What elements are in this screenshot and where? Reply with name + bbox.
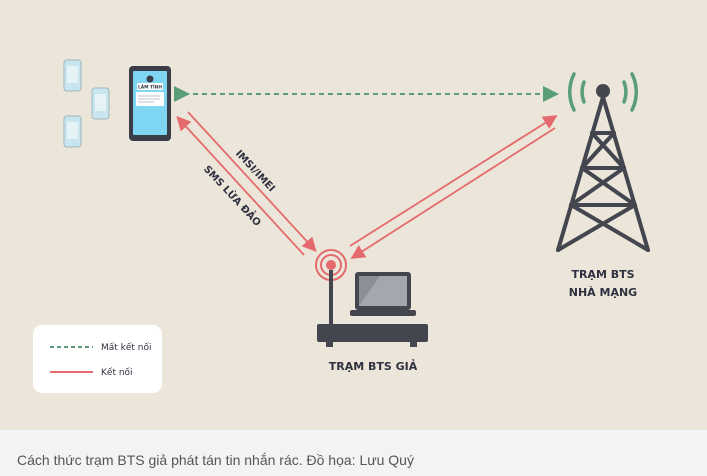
tower-to-fake-arrow [350, 127, 556, 259]
legend-lost-connection-label: Mất kết nối [101, 342, 152, 353]
laptop-icon [350, 272, 416, 316]
user-phone-icon: LÂM TÍNH [129, 66, 171, 141]
background-phones [63, 59, 110, 148]
imsi-label: IMSI/IMEI [233, 148, 277, 194]
imsi-arrow [187, 111, 317, 252]
diagram-area: LÂM TÍNH IMSI/IMEI SMS LỪA ĐẢO [0, 0, 707, 430]
phone-screen-label: LÂM TÍNH [138, 82, 162, 90]
fake-station-label: TRẠM BTS GIẢ [329, 359, 418, 373]
real-tower-label-line1: TRẠM BTS [571, 268, 634, 281]
small-phone-icon [63, 115, 82, 148]
sms-arrow [176, 116, 305, 256]
caption-bar: Cách thức trạm BTS giả phát tán tin nhắn… [0, 430, 707, 476]
real-tower-label-line2: NHÀ MẠNG [569, 286, 637, 299]
diagram-canvas: LÂM TÍNH IMSI/IMEI SMS LỪA ĐẢO [33, 59, 650, 393]
small-phone-icon [63, 59, 82, 92]
small-phone-icon [91, 87, 110, 120]
fake-to-tower-arrow [349, 115, 558, 247]
legend: Mất kết nối Kết nối [33, 325, 162, 393]
real-bts-tower-icon [556, 72, 650, 252]
fake-bts-station-icon [315, 249, 428, 347]
legend-connected-label: Kết nối [101, 367, 133, 378]
caption-text: Cách thức trạm BTS giả phát tán tin nhắn… [17, 452, 414, 468]
